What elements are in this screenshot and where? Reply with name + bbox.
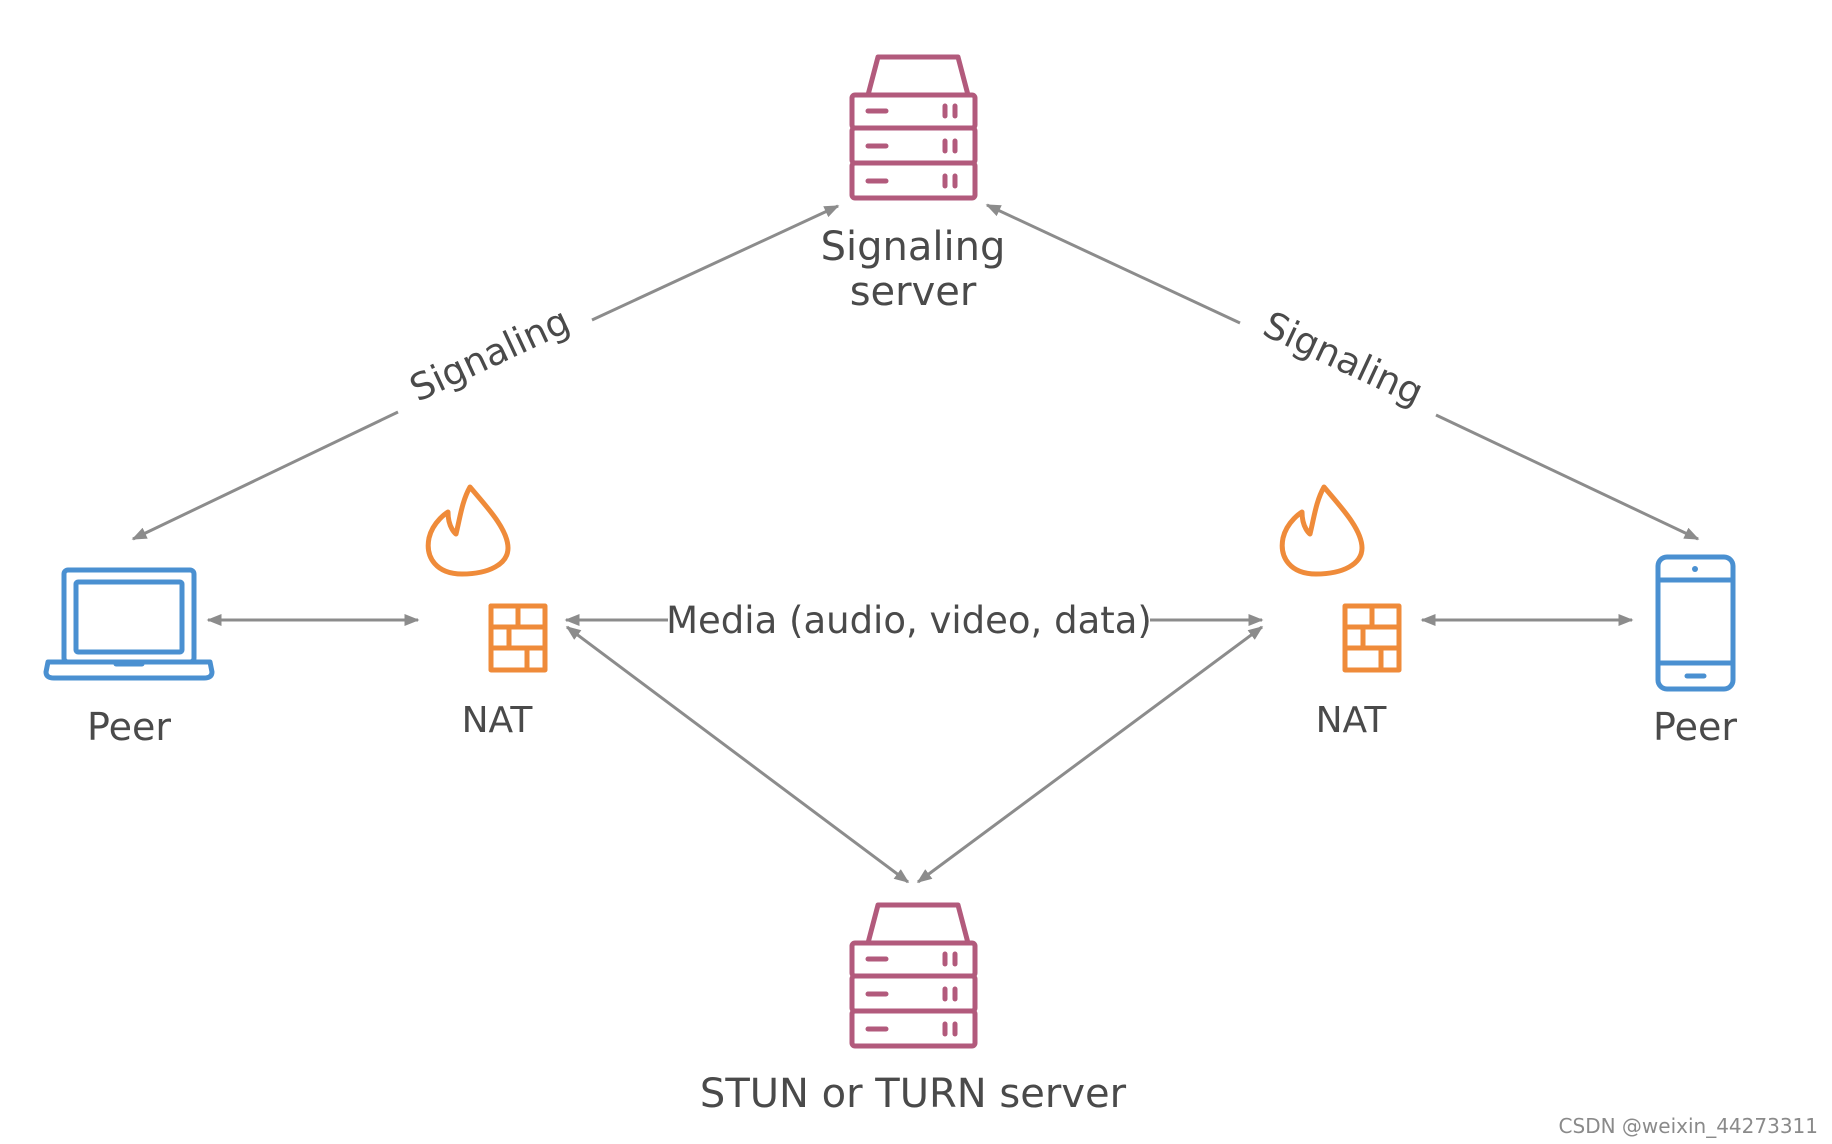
left-nat-firewall-icon: [425, 484, 548, 673]
signaling-right-arrow-upper: [985, 203, 1241, 325]
left-nat-stun-arrow: [565, 625, 910, 884]
smartphone-camera-dot: [1692, 566, 1698, 572]
right-peer-label: Peer: [1653, 705, 1737, 749]
left-peer-label: Peer: [87, 705, 171, 749]
left-nat-label: NAT: [462, 700, 534, 741]
right-nat-label: NAT: [1316, 700, 1388, 741]
signaling-left-label: Signaling: [403, 299, 576, 410]
stun-turn-server-label: STUN or TURN server: [700, 1071, 1127, 1117]
watermark: CSDN @weixin_44273311: [1558, 1114, 1818, 1138]
signaling-right-label: Signaling: [1257, 303, 1430, 414]
signaling-server-label-line2: server: [850, 269, 977, 315]
right-nat-stun-arrow: [916, 625, 1264, 884]
media-label: Media (audio, video, data): [666, 599, 1152, 642]
laptop-icon: [43, 567, 215, 681]
signaling-server-label-line1: Signaling: [821, 224, 1006, 270]
stun-turn-server-icon: [849, 902, 978, 1049]
signaling-right-arrow-lower: [1435, 413, 1700, 541]
right-nat-firewall-icon: [1279, 484, 1402, 673]
signaling-server-icon: [849, 54, 978, 201]
smartphone-icon: [1655, 554, 1736, 692]
signaling-left-arrow-upper: [591, 204, 840, 322]
signaling-left-arrow-lower: [131, 410, 399, 541]
